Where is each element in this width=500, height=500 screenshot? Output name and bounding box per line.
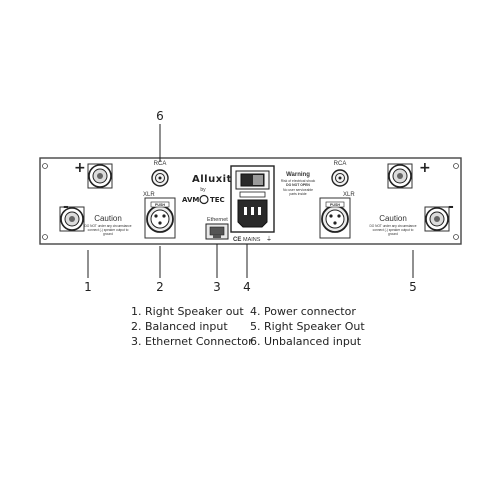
- caution-line-left: ground: [103, 232, 113, 236]
- caution-title-right: Caution: [379, 214, 407, 223]
- xlr-label-left: XLR: [143, 192, 155, 198]
- warning-title: Warning: [286, 172, 310, 178]
- plus-sign: +: [74, 160, 86, 176]
- ground-symbol-icon: ⏚: [266, 236, 272, 243]
- mains-label: MAINS: [243, 237, 261, 243]
- warning-line: No user serviceable: [283, 188, 313, 192]
- screw-icon: [453, 163, 459, 169]
- maker-name: AVM: [182, 196, 199, 204]
- brand-name: Alluxity: [192, 174, 239, 185]
- push-label-right: PUSH: [330, 203, 340, 207]
- speaker-terminal-negative-left: [59, 206, 85, 232]
- plus-sign: +: [419, 160, 431, 176]
- screw-icon: [453, 234, 459, 240]
- legend-item: 2. Balanced input: [131, 320, 228, 333]
- ethernet-label: Ethernet: [207, 217, 228, 223]
- legend-item: 6. Unbalanced input: [250, 335, 362, 348]
- push-label-left: PUSH: [155, 203, 165, 207]
- callout-number-2: 2: [156, 280, 164, 294]
- caution-line-left: DO NOT under any circumstance: [84, 224, 131, 228]
- rca-label-right: RCA: [334, 161, 347, 167]
- warning-line: parts inside: [289, 192, 306, 196]
- callout-number-4: 4: [243, 280, 251, 294]
- rca-jack-right: [331, 169, 349, 187]
- power-module: [230, 165, 275, 233]
- caution-line-right: connect (-) speaker output to: [373, 228, 414, 232]
- ethernet-port: [205, 223, 229, 240]
- legend-left: 1. Right Speaker out 2. Balanced input 3…: [131, 304, 253, 349]
- maker-name-2: TEC: [210, 196, 225, 204]
- caution-line-right: DO NOT under any circumstance: [369, 224, 416, 228]
- legend-item: 1. Right Speaker out: [131, 305, 244, 318]
- speaker-terminal-positive-right: [387, 163, 413, 189]
- minus-sign: -: [448, 199, 454, 215]
- caution-line-right: ground: [388, 232, 398, 236]
- callout-number-6: 6: [156, 109, 164, 123]
- speaker-terminal-negative-right: [424, 206, 450, 232]
- ce-mark: CE: [233, 237, 241, 243]
- screw-icon: [42, 163, 48, 169]
- caution-title-left: Caution: [94, 214, 122, 223]
- xlr-label-right: XLR: [343, 192, 355, 198]
- caution-line-left: connect (-) speaker output to: [88, 228, 129, 232]
- xlr-jack-right: [319, 197, 351, 239]
- rca-jack-left: [151, 169, 169, 187]
- xlr-jack-left: [144, 197, 176, 239]
- rca-label-left: RCA: [154, 161, 167, 167]
- fuse-drawer: [239, 191, 266, 198]
- callout-number-1: 1: [84, 280, 92, 294]
- legend-item: 3. Ethernet Connector: [131, 335, 253, 348]
- warning-line: Risk of electrical shock: [281, 179, 316, 183]
- warning-line: DO NOT OPEN: [286, 183, 310, 187]
- legend-item: 5. Right Speaker Out: [250, 320, 365, 333]
- brand-by: by: [200, 187, 206, 193]
- speaker-terminal-positive-left: [87, 163, 113, 189]
- maker-logo-icon: [199, 194, 209, 205]
- legend-item: 4. Power connector: [250, 305, 356, 318]
- legend-right: 4. Power connector 5. Right Speaker Out …: [250, 304, 365, 349]
- callout-number-5: 5: [409, 280, 417, 294]
- screw-icon: [42, 234, 48, 240]
- callout-number-3: 3: [213, 280, 221, 294]
